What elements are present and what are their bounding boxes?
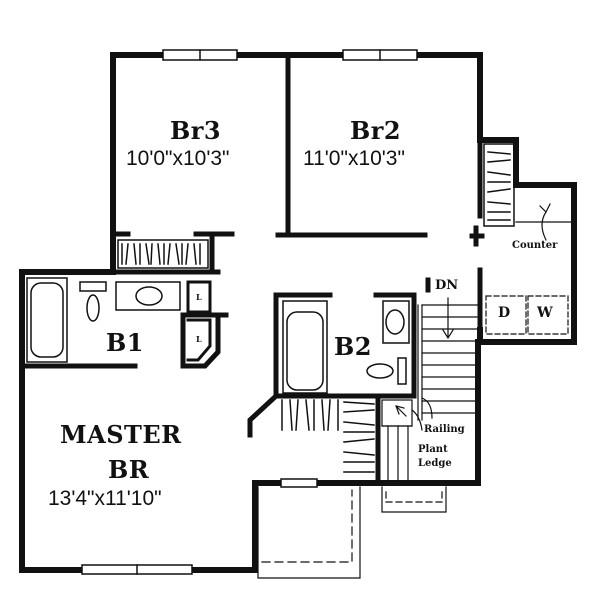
window-icon <box>81 49 418 575</box>
counter-label: Counter <box>512 240 558 251</box>
room-name-b2: B2 <box>334 332 372 361</box>
room-dimensions-br2: 11'0"x10'3" <box>303 147 405 170</box>
dryer-label: D <box>498 305 511 321</box>
counter-pointer <box>539 203 551 241</box>
balcony <box>257 486 447 579</box>
linen-label-1: L <box>196 292 202 302</box>
room-dimensions-master: 13'4"x11'10" <box>48 487 162 510</box>
sink-icon <box>115 281 410 344</box>
railing-label: Railing <box>424 424 465 435</box>
stairs-icon <box>417 297 479 421</box>
plant-ledge <box>381 397 433 481</box>
room-name-br2: Br2 <box>350 116 402 145</box>
toilet-icon <box>79 281 407 385</box>
room-name-master-line1: MASTER <box>60 420 182 449</box>
washer-label: W <box>537 305 553 321</box>
linen-closets <box>186 280 212 362</box>
closet-icon <box>117 143 515 473</box>
interior-walls <box>19 52 485 486</box>
room-name-br3: Br3 <box>170 116 222 145</box>
room-name-b1: B1 <box>106 328 144 357</box>
washer-dryer <box>485 295 569 335</box>
linen-label-2: L <box>196 334 202 344</box>
bathtub-icon <box>26 277 328 394</box>
stairs-down-label: DN <box>435 278 459 293</box>
plant-ledge-label-line2: Ledge <box>418 458 452 469</box>
plant-ledge-label-line1: Plant <box>418 444 448 455</box>
room-name-master-line2: BR <box>108 455 150 484</box>
room-dimensions-br3: 10'0"x10'3" <box>126 147 230 170</box>
